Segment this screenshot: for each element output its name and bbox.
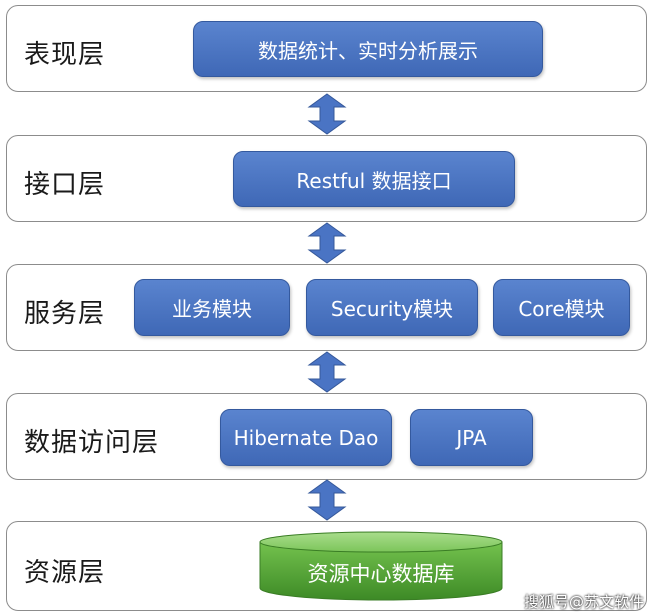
layer-label: 资源层 bbox=[24, 558, 106, 588]
layer-label: 服务层 bbox=[24, 299, 106, 329]
database-resource-center[interactable]: 资源中心数据库 bbox=[258, 530, 504, 602]
database-cylinder-icon bbox=[259, 531, 503, 601]
layer-label: 接口层 bbox=[24, 170, 106, 200]
double-arrow-icon bbox=[307, 479, 347, 521]
layer-label: 表现层 bbox=[24, 40, 106, 70]
module-core[interactable]: Core模块 bbox=[493, 279, 630, 336]
database-label: 资源中心数据库 bbox=[307, 562, 455, 586]
module-business[interactable]: 业务模块 bbox=[134, 279, 290, 336]
module-jpa[interactable]: JPA bbox=[410, 409, 533, 466]
module-security[interactable]: Security模块 bbox=[306, 279, 478, 336]
module-hibernate-dao[interactable]: Hibernate Dao bbox=[220, 409, 392, 466]
double-arrow-icon bbox=[307, 222, 347, 264]
double-arrow-icon bbox=[307, 93, 347, 135]
layer-label: 数据访问层 bbox=[24, 428, 160, 458]
watermark: 搜狐号@苏文软件 bbox=[523, 593, 644, 611]
module-restful-api[interactable]: Restful 数据接口 bbox=[233, 151, 515, 207]
double-arrow-icon bbox=[307, 351, 347, 393]
module-data-statistics[interactable]: 数据统计、实时分析展示 bbox=[193, 21, 543, 77]
